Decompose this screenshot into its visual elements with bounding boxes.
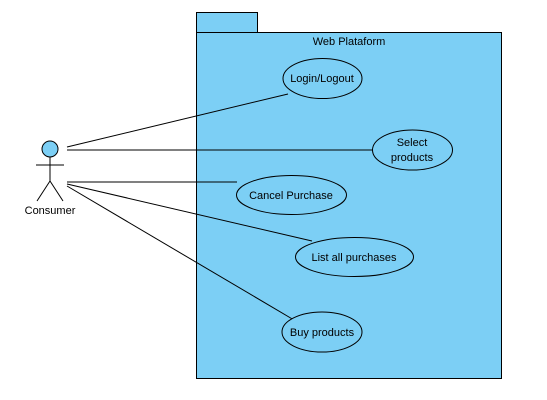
actor-head xyxy=(41,140,59,158)
package-tab xyxy=(196,12,258,33)
use-case-list-all-purchases: List all purchases xyxy=(295,237,414,277)
associations xyxy=(66,93,373,321)
use-case-label-line-2: products xyxy=(391,152,434,164)
use-case-label: List all purchases xyxy=(312,252,397,264)
use-case-shape xyxy=(372,129,453,171)
actor-left-leg xyxy=(36,180,51,202)
use-case-buy-products: Buy products xyxy=(281,311,363,353)
package-title: Web Plataform xyxy=(313,36,386,48)
actor-name: Consumer xyxy=(25,205,76,217)
use-case-shape xyxy=(282,58,363,99)
use-case-label: Cancel Purchase xyxy=(249,190,333,202)
use-case-select-products: Select products xyxy=(372,129,453,171)
actor-right-leg xyxy=(49,180,64,202)
use-case-label: Buy products xyxy=(290,327,355,339)
use-case-shape xyxy=(295,237,414,277)
association-list-all-purchases xyxy=(66,183,313,242)
association-login-logout xyxy=(66,93,289,148)
use-case-label: Login/Logout xyxy=(290,73,354,85)
association-buy-products xyxy=(66,185,295,321)
use-case-cancel-purchase: Cancel Purchase xyxy=(236,175,347,215)
use-case-label-line-1: Select xyxy=(397,137,428,149)
use-case-shape xyxy=(281,311,363,353)
use-case-shape xyxy=(236,175,347,215)
use-case-login-logout: Login/Logout xyxy=(282,58,363,99)
actor-consumer: Consumer xyxy=(25,140,76,217)
